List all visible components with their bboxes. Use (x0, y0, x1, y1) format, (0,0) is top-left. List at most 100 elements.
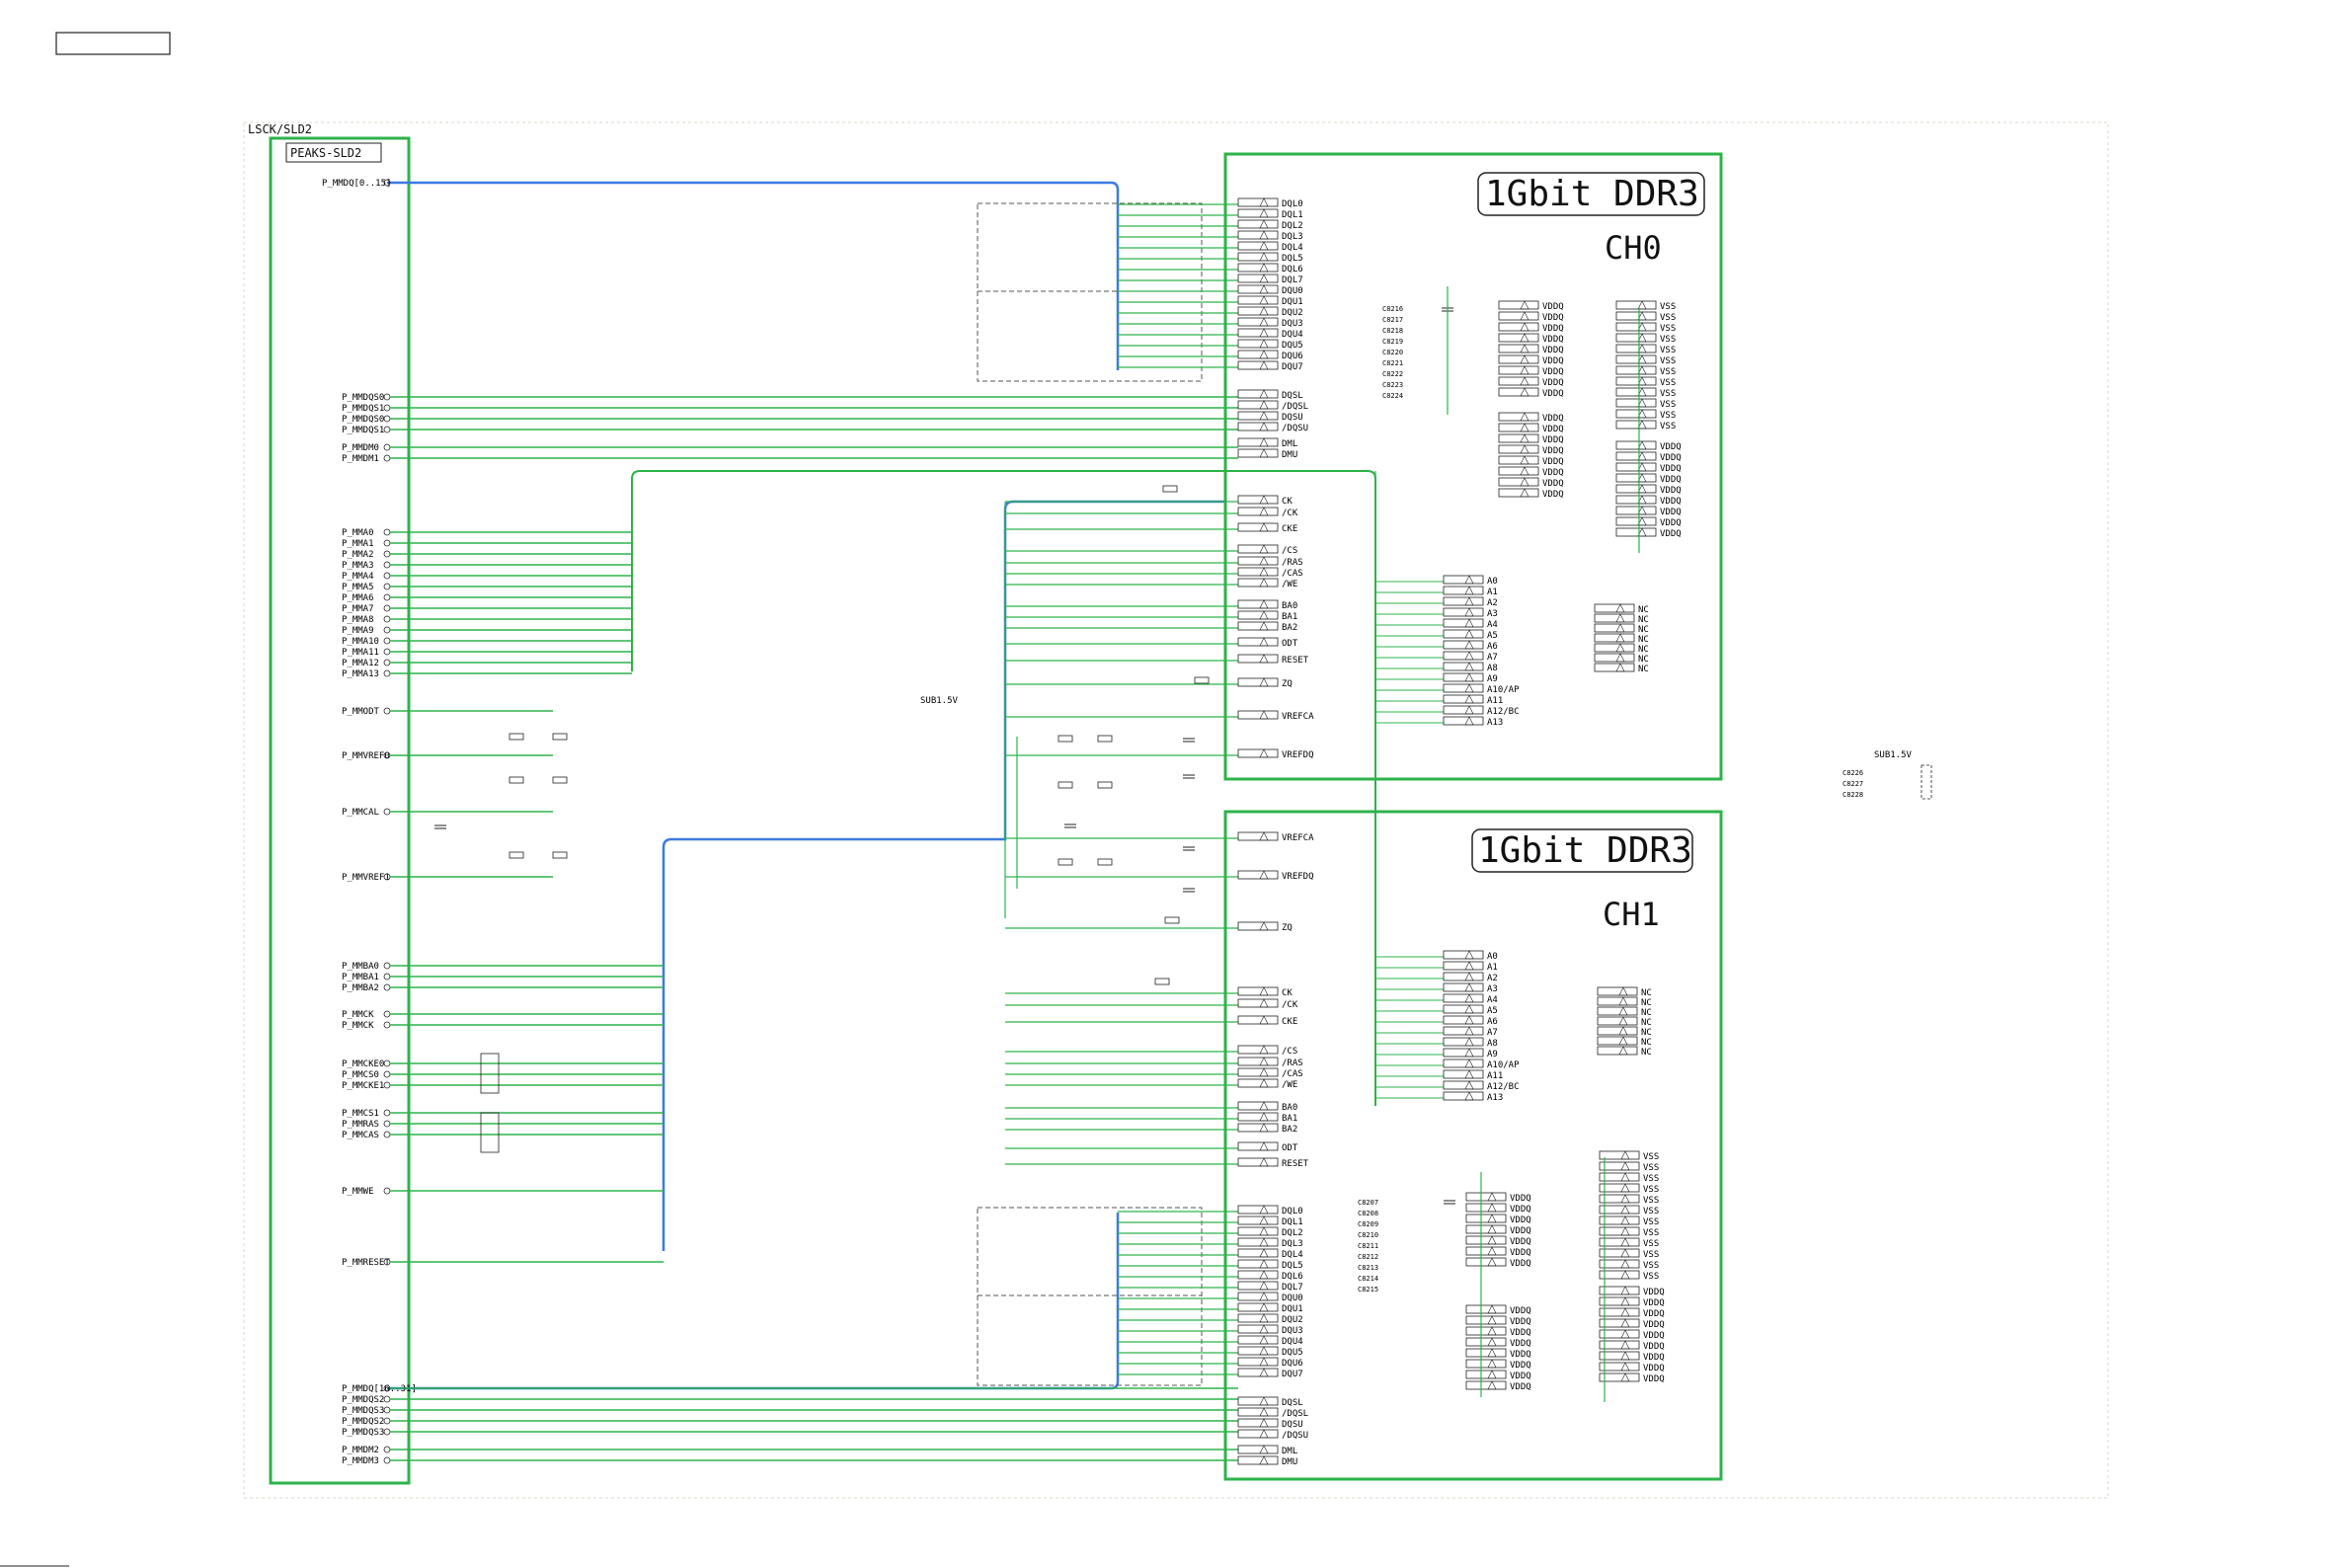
ch0-dq-pin-label: DQL6 (1282, 265, 1303, 274)
ch1-vssq-pin-box (1599, 1286, 1640, 1295)
ch1-addr-pin-box (1443, 1069, 1484, 1079)
cap-label: C8215 (1358, 1286, 1378, 1294)
ch1-vddq-pin-marker (1487, 1257, 1497, 1267)
ch1-ctrl-pin-label: VREFCA (1282, 833, 1314, 843)
ch0-dq-pin-marker (1259, 339, 1269, 349)
left-net-label: P_MMWE (342, 1187, 374, 1197)
ch0-addr-pin-box (1443, 672, 1484, 682)
ch1-addr-pin-marker (1464, 1037, 1474, 1047)
ch1-vssq-pin-marker (1620, 1307, 1630, 1317)
ch0-dq-pin-box (1237, 263, 1279, 273)
power-label-sub15v-right: SUB1.5V (1874, 750, 1913, 760)
ch0-dqs-pin-label: DQSL (1282, 391, 1303, 401)
ch1-ctrl-pin-label: /WE (1282, 1080, 1297, 1090)
ch1-vssq-pin-box (1599, 1340, 1640, 1350)
ch0-ctrl-pin-box (1237, 544, 1279, 554)
ch0-ctrl-pin-box (1237, 710, 1279, 720)
left-net-label: P_MMBA0 (342, 962, 379, 972)
ch1-vssq-pin-label: VDDQ (1643, 1342, 1665, 1352)
ch1-addr-pin-label: A1 (1487, 963, 1498, 973)
ch0-ctrl-pin-box (1237, 567, 1279, 577)
ch0-addr-pin-box (1443, 640, 1484, 650)
ch0-vdd-pin-label: VDDQ (1542, 425, 1564, 434)
ch1-dq-pin-label: DQU1 (1282, 1304, 1303, 1314)
ch1-ctrl-pin-label: /CAS (1282, 1069, 1303, 1079)
ch1-vss-pin-label: VSS (1643, 1185, 1659, 1195)
ch1-vddq-pin-box (1465, 1214, 1507, 1223)
ch0-vssq-pin-marker (1637, 462, 1647, 472)
ch0-vdd-pin-label: VDDQ (1542, 468, 1564, 478)
ch1-ctrl-pin-box (1237, 1101, 1279, 1111)
ch0-dq-pin-marker (1259, 230, 1269, 240)
ch0-nc-pin-marker (1615, 623, 1625, 633)
ch1-nc-pin-label: NC (1641, 1048, 1652, 1058)
ch0-dq-pin-marker (1259, 350, 1269, 359)
resistor-icon (1097, 781, 1113, 789)
ch0-vssq-pin-box (1615, 484, 1657, 494)
ch1-title-box (1471, 828, 1693, 873)
ch1-vssq-pin-box (1599, 1351, 1640, 1361)
ch0-vddq-pin-marker (1520, 387, 1529, 397)
ch1-vss-pin-box (1599, 1183, 1640, 1193)
ch0-addr-pin-box (1443, 575, 1484, 585)
ch1-vdd-pin-box (1465, 1315, 1507, 1325)
ch1-addr-pin-marker (1464, 1004, 1474, 1014)
ch0-vss-pin-marker (1637, 311, 1647, 321)
ch1-vdd-pin-marker (1487, 1370, 1497, 1379)
ch1-ctrl-pin-box (1237, 921, 1279, 931)
ch0-vss-pin-label: VSS (1660, 422, 1676, 431)
ch0-vss-pin-box (1615, 311, 1657, 321)
address-pin-stacks: A0A1A2A3A4A5A6A7A8A9A10/APA11A12/BCA13A0… (1375, 575, 1520, 1103)
ch1-ctrl-pin-label: /CS (1282, 1047, 1297, 1057)
ch1-vss-pin-box (1599, 1259, 1640, 1269)
ch0-ctrl-pin-box (1237, 748, 1279, 758)
ch1-dq-pin-box (1237, 1302, 1279, 1312)
ch1-ctrl-pin-label: VREFDQ (1282, 872, 1314, 882)
ch1-dq-pin-marker (1259, 1368, 1269, 1377)
ch0-vddq-pin-label: VDDQ (1542, 324, 1564, 334)
ch0-addr-pin-label: A13 (1487, 718, 1503, 728)
net-port-icon (383, 707, 391, 715)
ch0-vddq-pin-marker (1520, 376, 1529, 386)
left-net-label: P_MMCS1 (342, 1109, 379, 1119)
left-net-label: P_MMDQS3 (342, 1406, 384, 1416)
ch1-ctrl-pin-marker (1259, 921, 1269, 931)
net-port-icon (383, 404, 391, 412)
ch0-vdd-pin-marker (1520, 433, 1529, 443)
net-port-icon (383, 1010, 391, 1018)
resistor-icon (509, 776, 524, 784)
left-net-label: P_MMCS0 (342, 1070, 379, 1080)
ch0-vddq-pin-box (1498, 311, 1539, 321)
ch1-nc-pin-box (1597, 996, 1638, 1006)
cap-label: C8227 (1842, 780, 1863, 788)
ch1-addr-pin-marker (1464, 1069, 1474, 1079)
resistor-icon (509, 733, 524, 741)
ch1-vss-pin-box (1599, 1161, 1640, 1171)
ch0-ctrl-pin-label: BA0 (1282, 601, 1297, 611)
ch0-vssq-pin-box (1615, 527, 1657, 537)
left-net-label: P_MMA9 (342, 626, 374, 636)
dq-bus-ch0 (387, 181, 1120, 370)
cap-label: C8218 (1382, 327, 1403, 335)
resistor-array-icon (480, 1053, 500, 1094)
left-net-label: P_MMVREF0 (342, 751, 390, 761)
ch1-addr-pin-label: A3 (1487, 984, 1498, 994)
ch1-vss-pin-marker (1620, 1226, 1630, 1236)
ch1-dq-pin-box (1237, 1215, 1279, 1225)
ch1-dqs-pin-box (1237, 1396, 1279, 1406)
ch1-dq-pin-box (1237, 1259, 1279, 1269)
ch1-vss-pin-box (1599, 1205, 1640, 1215)
ch1-vdd-pin-box (1465, 1304, 1507, 1314)
ch1-dq-pin-marker (1259, 1346, 1269, 1356)
ch0-ctrl-pin-box (1237, 599, 1279, 609)
ch0-ctrl-pin-marker (1259, 522, 1269, 532)
ch1-nc-pin-label: NC (1641, 998, 1652, 1008)
ch0-nc-pin-box (1594, 613, 1635, 623)
ch1-memory-frame (1223, 810, 1723, 1481)
ch1-dq-pin-box (1237, 1226, 1279, 1236)
ch1-nc-pin-label: NC (1641, 1008, 1652, 1018)
net-port-icon (383, 983, 391, 991)
ch1-vdd-pin-box (1465, 1380, 1507, 1390)
ch1-vdd-pin-label: VDDQ (1510, 1372, 1531, 1381)
ch0-ctrl-pin-label: BA1 (1282, 612, 1297, 622)
